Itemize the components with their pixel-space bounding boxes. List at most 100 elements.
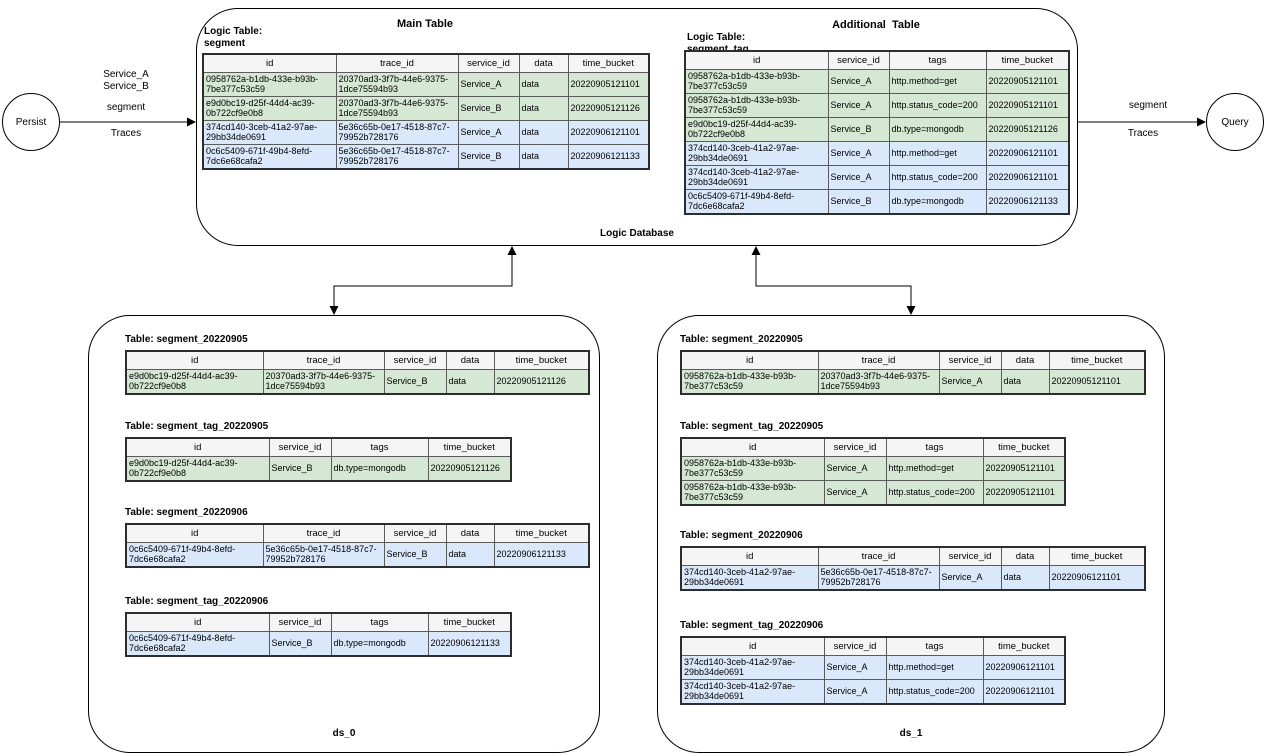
- cell: Service_A: [827, 92, 890, 118]
- cell: data: [1000, 368, 1050, 394]
- cell: e9d0bc19-d25f-44d4-ac39-0b722cf9e0b8: [684, 116, 829, 142]
- cell: 20220906121133: [493, 541, 590, 567]
- ds0-segment-20220906-title: Table: segment_20220906: [125, 507, 248, 518]
- column-header: trace_id: [335, 53, 459, 73]
- column-header: data: [445, 350, 495, 370]
- cell: 0958762a-b1db-433e-b93b-7be377c53c59: [680, 479, 825, 505]
- cell: data: [518, 95, 569, 121]
- column-header: id: [680, 350, 819, 370]
- cell: 0c6c5409-671f-49b4-8efd-7dc6e68cafa2: [684, 188, 829, 214]
- cell: http.status_code=200: [888, 164, 987, 190]
- column-header: time_bucket: [567, 53, 650, 73]
- cell: http.method=get: [888, 140, 987, 166]
- main-logic-table-label: Logic Table: segment: [204, 26, 263, 49]
- column-header: trace_id: [262, 523, 385, 543]
- cell: 20220906121101: [567, 119, 650, 145]
- cell: 20220906121101: [1048, 564, 1146, 590]
- cell: 20370ad3-3f7b-44e6-9375-1dce75594b93: [335, 95, 459, 121]
- cell: 5e36c65b-0e17-4518-87c7-79952b728176: [262, 541, 385, 567]
- column-header: service_id: [268, 437, 332, 457]
- column-header: service_id: [268, 612, 332, 632]
- additional-table-title: Additional Table: [832, 19, 920, 31]
- cell: data: [518, 119, 569, 145]
- ds1-label: ds_1: [899, 728, 923, 739]
- ds1-segment-tag-20220905-title: Table: segment_tag_20220905: [680, 421, 824, 432]
- column-header: data: [445, 523, 495, 543]
- column-header: tags: [330, 437, 429, 457]
- cell: 20370ad3-3f7b-44e6-9375-1dce75594b93: [335, 71, 459, 97]
- right-flow-entity-label: segment: [1128, 100, 1168, 111]
- cell: 20220905121126: [985, 116, 1070, 142]
- column-header: id: [125, 350, 264, 370]
- cell: Service_A: [823, 455, 887, 481]
- cell: e9d0bc19-d25f-44d4-ac39-0b722cf9e0b8: [202, 95, 337, 121]
- cell: Service_A: [827, 164, 890, 190]
- cell: Service_B: [827, 116, 890, 142]
- cell: Service_A: [827, 140, 890, 166]
- cell: Service_A: [823, 678, 887, 704]
- cell: Service_A: [457, 71, 520, 97]
- cell: 0958762a-b1db-433e-b93b-7be377c53c59: [202, 71, 337, 97]
- cell: Service_B: [383, 541, 447, 567]
- cell: db.type=mongodb: [888, 188, 987, 214]
- column-header: service_id: [823, 437, 887, 457]
- column-header: time_bucket: [493, 523, 590, 543]
- column-header: id: [680, 546, 819, 566]
- column-header: time_bucket: [427, 437, 512, 457]
- column-header: tags: [888, 50, 987, 70]
- cell: data: [445, 368, 495, 394]
- left-sync-connector: [333, 253, 513, 308]
- column-header: data: [1000, 350, 1050, 370]
- cell: data: [445, 541, 495, 567]
- additional-logic-table-label: Logic Table: segment_tag: [687, 32, 749, 55]
- persist-node: Persist: [2, 93, 60, 151]
- cell: data: [1000, 564, 1050, 590]
- column-header: trace_id: [817, 350, 940, 370]
- cell: 5e36c65b-0e17-4518-87c7-79952b728176: [335, 143, 459, 169]
- cell: 20220905121101: [982, 479, 1066, 505]
- column-header: service_id: [457, 53, 520, 73]
- right-up-arrowhead: [751, 246, 761, 255]
- cell: Service_A: [823, 654, 887, 680]
- column-header: id: [684, 50, 829, 70]
- cell: 20220906121101: [982, 654, 1066, 680]
- cell: db.type=mongodb: [330, 630, 429, 656]
- cell: e9d0bc19-d25f-44d4-ac39-0b722cf9e0b8: [125, 455, 270, 481]
- cell: Service_B: [457, 143, 520, 169]
- column-header: tags: [330, 612, 429, 632]
- column-header: id: [680, 437, 825, 457]
- cell: 0958762a-b1db-433e-b93b-7be377c53c59: [684, 92, 829, 118]
- column-header: id: [202, 53, 337, 73]
- persist-arrowhead: [187, 117, 196, 127]
- cell: 0c6c5409-671f-49b4-8efd-7dc6e68cafa2: [125, 541, 264, 567]
